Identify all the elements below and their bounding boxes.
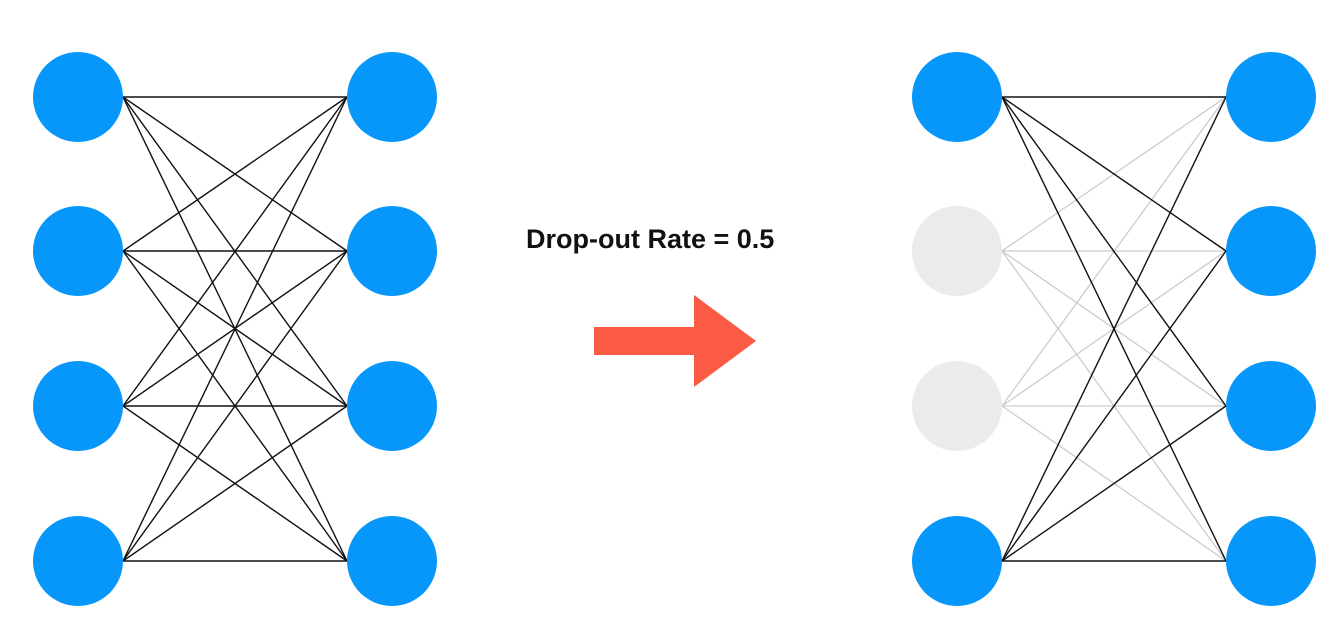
edge-before-dropout-3-2 xyxy=(122,405,348,562)
edge-before-dropout-3-1 xyxy=(122,250,348,562)
active-output-node-after-dropout-0 xyxy=(1226,52,1316,142)
active-input-node-before-dropout-2 xyxy=(33,361,123,451)
active-output-node-before-dropout-1 xyxy=(347,206,437,296)
edge-after-dropout-3-2 xyxy=(1001,405,1227,562)
edge-after-dropout-3-0 xyxy=(1001,96,1227,562)
dropped-input-node-after-dropout-1 xyxy=(912,206,1002,296)
edge-after-dropout-0-1 xyxy=(1001,96,1227,252)
dropout-rate-label: Drop-out Rate = 0.5 xyxy=(526,224,775,254)
edge-before-dropout-1-0 xyxy=(122,96,348,252)
active-input-node-after-dropout-0 xyxy=(912,52,1002,142)
active-input-node-before-dropout-3 xyxy=(33,516,123,606)
network-before-dropout xyxy=(33,52,437,606)
edge-before-dropout-3-0 xyxy=(122,96,348,562)
active-output-node-after-dropout-1 xyxy=(1226,206,1316,296)
edge-before-dropout-2-0 xyxy=(122,96,348,407)
edge-after-dropout-0-2 xyxy=(1001,96,1227,407)
network-after-dropout xyxy=(912,52,1316,606)
active-input-node-after-dropout-3 xyxy=(912,516,1002,606)
active-output-node-before-dropout-3 xyxy=(347,516,437,606)
active-input-node-before-dropout-0 xyxy=(33,52,123,142)
active-output-node-after-dropout-3 xyxy=(1226,516,1316,606)
active-output-node-before-dropout-2 xyxy=(347,361,437,451)
active-output-node-after-dropout-2 xyxy=(1226,361,1316,451)
dropped-input-node-after-dropout-2 xyxy=(912,361,1002,451)
edge-after-dropout-3-1 xyxy=(1001,250,1227,562)
right-arrow-icon xyxy=(594,295,756,387)
active-output-node-before-dropout-0 xyxy=(347,52,437,142)
active-input-node-before-dropout-1 xyxy=(33,206,123,296)
